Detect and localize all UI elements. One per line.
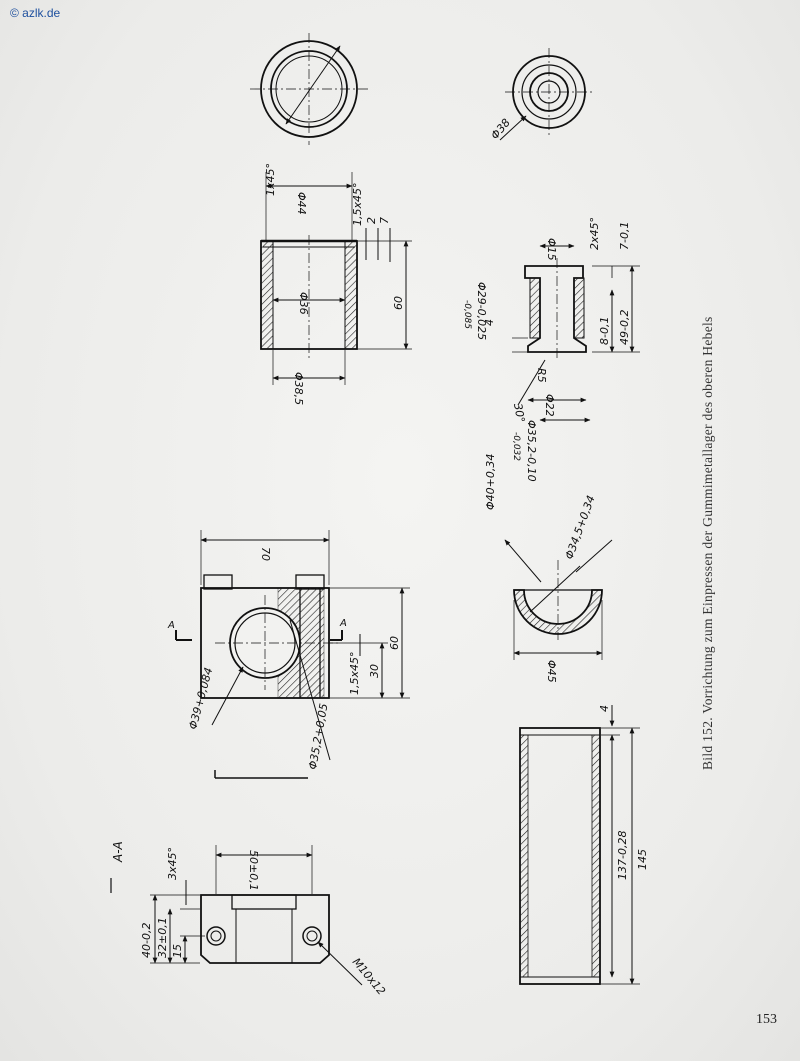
sleeve-top-view <box>499 48 593 141</box>
dim-sleeve-49: 49-0,2 <box>618 310 631 345</box>
dim-bushing-bore: Φ36 <box>297 292 310 315</box>
bushing-side-view <box>260 172 412 385</box>
half-ring-view <box>504 539 613 660</box>
dim-sec-15: 15 <box>171 944 184 958</box>
dim-half-34: Φ34,5+0,34 <box>563 494 598 561</box>
dim-sleeve-4: 4 <box>483 319 496 326</box>
dim-sleeve-29: Φ29-0,025 <box>475 282 488 340</box>
dim-bushing-chamfer-right: 1,5x45° <box>351 182 364 226</box>
dim-sec-m10: M10x12 <box>350 956 388 998</box>
dim-sec-3x45: 3x45° <box>166 847 179 880</box>
dim-sleeve-30deg: 30° <box>511 402 527 423</box>
figure-caption: Bild 152. Vorrichtung zum Einpressen der… <box>700 316 715 770</box>
dim-bushing-od: Φ38,5 <box>292 372 305 405</box>
dim-sleeve-2x45: 2x45° <box>588 217 601 250</box>
page-number: 153 <box>756 1012 777 1027</box>
dim-sleeve-38: Φ38 <box>488 116 513 142</box>
tube-view <box>519 705 640 985</box>
dim-bushing-60: 60 <box>392 296 405 310</box>
dim-tube-145: 145 <box>636 849 649 870</box>
dim-bushing-2: 2 <box>365 217 378 224</box>
dim-tube-137: 137-0,28 <box>616 831 629 880</box>
dim-block-60: 60 <box>388 636 401 650</box>
dim-sleeve-35: Φ35,2-0,10 <box>525 420 538 482</box>
dim-sec-40: 40-0,2 <box>140 923 153 958</box>
section-marker-right: A <box>339 618 347 629</box>
block-front-view <box>175 530 410 779</box>
section-aa-view <box>110 845 363 986</box>
dim-half-45: Φ45 <box>545 660 558 683</box>
bushing-top-view <box>250 33 368 145</box>
dim-block-chamfer: 1,5x45° <box>348 651 361 695</box>
dim-sleeve-r5: R5 <box>535 368 548 383</box>
dim-sleeve-8: 8-0,1 <box>598 317 611 345</box>
section-label: A-A <box>111 841 125 863</box>
sleeve-section-view <box>512 243 640 423</box>
dim-block-70: 70 <box>259 547 272 561</box>
dim-half-40: Φ40+0,34 <box>484 454 497 510</box>
dim-block-30: 30 <box>368 664 381 678</box>
dim-tube-4: 4 <box>598 705 611 712</box>
dim-bushing-7: 7 <box>378 217 391 224</box>
dim-bushing-44: Φ44 <box>295 192 308 215</box>
dim-bushing-chamfer-left: 1x45° <box>264 163 277 196</box>
dim-sec-32: 32±0,1 <box>156 917 169 958</box>
dim-sec-50: 50±0,1 <box>247 850 260 891</box>
dim-sleeve-7: 7-0,1 <box>618 222 631 250</box>
dim-sleeve-22: Φ22 <box>543 394 556 417</box>
dim-sleeve-29-lower: -0,085 <box>462 300 472 329</box>
watermark: © azlk.de <box>10 6 61 20</box>
dim-sleeve-15: Φ15 <box>545 238 558 261</box>
dim-sleeve-35-lower: -0,032 <box>511 432 521 461</box>
dim-block-bore2: Φ35,2+0,05 <box>306 702 330 770</box>
section-marker-left: A <box>167 620 175 631</box>
